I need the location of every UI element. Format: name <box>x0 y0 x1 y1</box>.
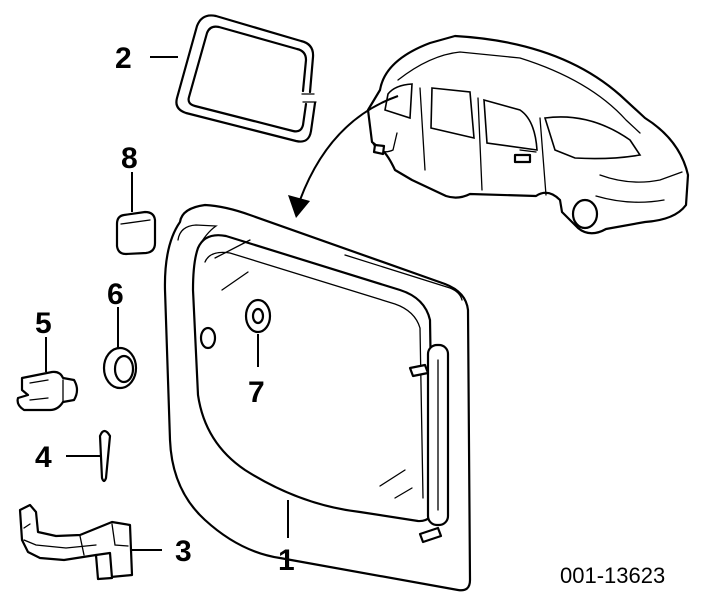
callout-8: 8 <box>121 142 138 175</box>
quarter-glass-assembly <box>163 203 472 592</box>
grommet-part <box>102 346 138 390</box>
pin-part <box>98 429 112 483</box>
minivan-illustration <box>366 34 690 235</box>
callout-3: 3 <box>175 535 192 568</box>
hinge-part <box>18 503 134 581</box>
callout-4: 4 <box>35 441 52 474</box>
drawing-number: 001-13623 <box>560 563 665 588</box>
callout-1: 1 <box>278 544 295 577</box>
callout-6: 6 <box>107 278 124 311</box>
cap-part <box>115 210 157 256</box>
callout-7: 7 <box>248 376 265 409</box>
latch-clip-part <box>16 370 79 412</box>
callout-5: 5 <box>35 307 52 340</box>
locator-arrow <box>288 95 399 218</box>
callout-2: 2 <box>115 42 132 75</box>
weatherstrip-seal <box>175 14 317 143</box>
